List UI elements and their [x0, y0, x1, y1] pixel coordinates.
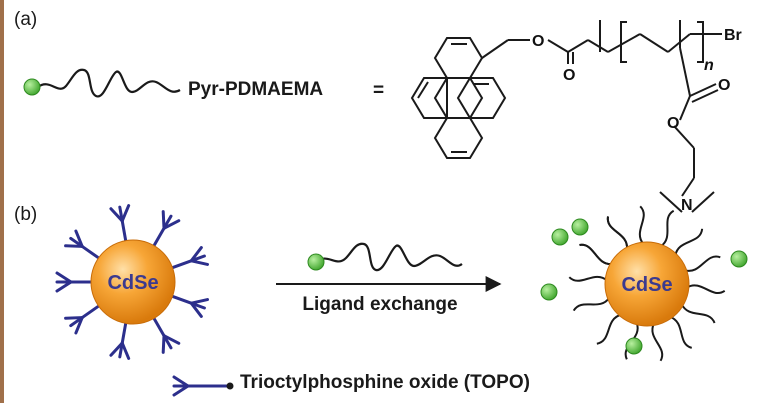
polymer-chain-line [651, 322, 664, 362]
polymer-chain-line [680, 303, 716, 324]
left-border-bar [0, 0, 4, 403]
cdse-core-left [90, 239, 176, 325]
topo-capped-nanocrystal: CdSe [55, 204, 209, 360]
end-group-icon [551, 228, 569, 246]
topo-ligand-icon [172, 375, 234, 397]
polymer-chain-line [660, 209, 675, 248]
polymer-chain-line [572, 297, 611, 312]
ligand-exchange-arrow: Ligand exchange [276, 242, 502, 315]
atom-o-carbonyl-2: O [718, 77, 730, 94]
polymer-chain-line [606, 216, 629, 250]
topo-ligand-icon [169, 246, 209, 270]
topo-ligand-icon [151, 210, 181, 249]
end-group-icon-arrow [307, 253, 325, 271]
polymer-chain-line [674, 228, 704, 257]
topo-ligand-icon [64, 229, 102, 261]
polymer-chain-line [579, 243, 613, 266]
polymer-chain-line [638, 205, 645, 245]
atom-o-ether: O [532, 33, 544, 50]
panel-b-label: (b) [14, 204, 37, 225]
topo-ligand-icon [109, 319, 131, 360]
topo-legend-label: Trioctylphosphine oxide (TOPO) [240, 372, 530, 393]
polymer-chain-line [669, 315, 693, 349]
topo-ligand-icon [169, 294, 209, 318]
end-group-icon [625, 337, 643, 355]
pyrene-end-groups [540, 218, 748, 355]
subscript-n: n [704, 57, 714, 74]
topo-ligand-icon [109, 204, 131, 245]
end-group-icon [540, 283, 558, 301]
polymer-chain-line [568, 275, 608, 282]
atom-o-ester: O [667, 115, 679, 132]
atom-br: Br [724, 27, 742, 44]
topo-ligand-icon [55, 271, 95, 293]
arrow-label: Ligand exchange [302, 294, 457, 315]
polymer-capped-nanocrystal: CdSe [540, 205, 748, 362]
topo-ligand-icon [151, 315, 181, 354]
atom-n: N [681, 197, 693, 214]
pyr-pdmaema-structure [410, 20, 722, 213]
atom-o-carbonyl-1: O [563, 67, 575, 84]
topo-ligands [55, 204, 209, 360]
polymer-label: Pyr-PDMAEMA [188, 79, 323, 100]
end-group-icon [571, 218, 589, 236]
polymer-chain-line [686, 284, 726, 294]
topo-legend-icon [172, 375, 234, 397]
topo-legend: Trioctylphosphine oxide (TOPO) [172, 372, 530, 397]
topo-ligand-icon [64, 303, 102, 335]
pyrene-rings [410, 37, 507, 159]
polymer-chain-line [684, 255, 721, 272]
end-group-icon [730, 250, 748, 268]
cdse-label-right: CdSe [621, 274, 672, 296]
equals-sign: = [373, 80, 384, 101]
cdse-core-right [604, 241, 690, 327]
polymer-chain-icon [23, 68, 181, 98]
panel-a-label: (a) [14, 9, 37, 30]
cdse-label-left: CdSe [107, 272, 158, 294]
end-group-icon [23, 78, 41, 96]
polymer-chain-line [596, 313, 622, 345]
